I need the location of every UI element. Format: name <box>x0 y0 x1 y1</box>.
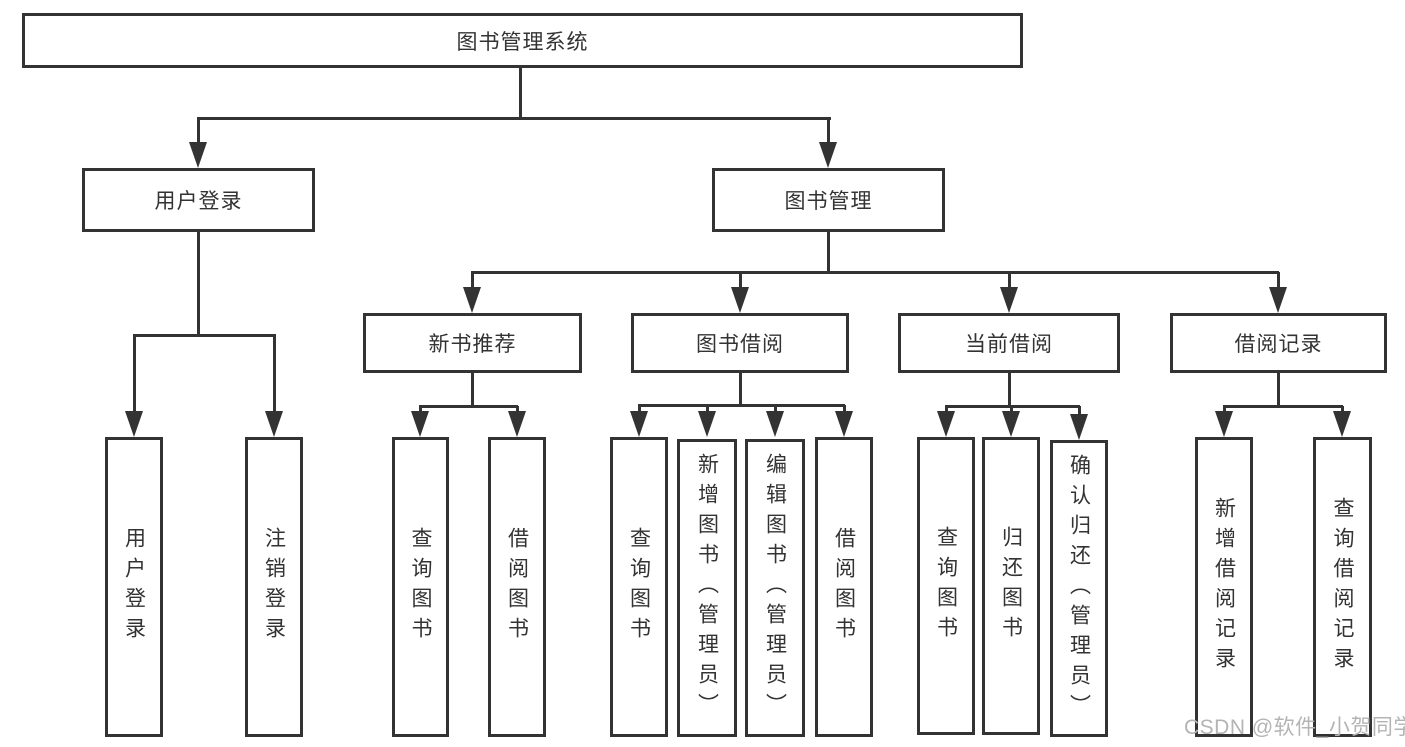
arrow-down-icon <box>1333 411 1351 437</box>
leaf-borrow-records-2: 查询借阅记录 <box>1313 437 1372 737</box>
arrow-down-icon <box>508 411 526 437</box>
connector-user-login-stem <box>197 232 200 336</box>
leaf-book-borrow-4: 借阅图书 <box>815 437 873 737</box>
arrow-down-icon <box>819 142 837 168</box>
connector-drop-user-login-1 <box>133 335 136 413</box>
leaf-current-borrow-3: 确认归还（管理员） <box>1050 440 1108 737</box>
connector-new-books-stem <box>471 373 474 406</box>
connector-drop-book-mgmt <box>827 118 830 146</box>
leaf-current-borrow-1: 查询图书 <box>917 437 975 735</box>
leaf-book-borrow-3-label: 编辑图书（管理员） <box>763 453 787 723</box>
arrow-down-icon <box>1002 411 1020 437</box>
node-user-login: 用户登录 <box>82 168 315 232</box>
node-borrow-records-label: 借阅记录 <box>1234 333 1323 356</box>
leaf-user-login-2: 注销登录 <box>245 437 303 737</box>
leaf-book-borrow-1: 查询图书 <box>610 437 668 737</box>
node-book-mgmt-label: 图书管理 <box>784 190 873 213</box>
connector-drop-current-borrow-1 <box>945 406 948 415</box>
connector-drop-current-borrow-2 <box>1010 406 1013 415</box>
leaf-current-borrow-2-label: 归还图书 <box>999 526 1023 646</box>
connector-borrow-records-stem <box>1277 373 1280 406</box>
node-new-books: 新书推荐 <box>363 313 582 373</box>
connector-drop-current-borrow-3 <box>1078 406 1081 415</box>
connector-drop-new-books <box>471 272 474 290</box>
arrow-down-icon <box>125 411 143 437</box>
leaf-user-login-1: 用户登录 <box>105 437 163 737</box>
connector-drop-borrow-records-2 <box>1341 406 1344 415</box>
connector-borrow-records-hbar <box>1223 405 1343 408</box>
arrow-down-icon <box>411 411 429 437</box>
leaf-new-books-1-label: 查询图书 <box>409 527 432 647</box>
connector-book-borrow-hbar <box>638 404 845 407</box>
leaf-borrow-records-2-label: 查询借阅记录 <box>1331 497 1354 677</box>
arrow-down-icon <box>766 411 784 437</box>
node-root: 图书管理系统 <box>22 13 1023 68</box>
node-root-label: 图书管理系统 <box>456 30 589 54</box>
arrow-down-icon <box>189 142 207 168</box>
connector-user-login-hbar <box>133 334 276 337</box>
arrow-down-icon <box>1269 287 1287 313</box>
connector-level3-hbar <box>471 271 1279 274</box>
leaf-current-borrow-3-label: 确认归还（管理员） <box>1067 453 1091 724</box>
arrow-down-icon <box>630 411 648 437</box>
arrow-down-icon <box>698 411 716 437</box>
connector-book-mgmt-stem <box>827 232 830 273</box>
leaf-new-books-2-label: 借阅图书 <box>505 527 529 647</box>
connector-current-borrow-stem <box>1008 373 1011 406</box>
connector-drop-borrow-records <box>1277 272 1280 290</box>
leaf-new-books-2: 借阅图书 <box>488 437 546 737</box>
arrow-down-icon <box>937 411 955 437</box>
connector-drop-book-borrow-1 <box>638 405 641 415</box>
leaf-new-books-1: 查询图书 <box>392 437 449 737</box>
csdn-watermark: CSDN @软件_小贺同学 <box>1184 716 1405 739</box>
connector-new-books-hbar <box>419 405 518 408</box>
node-borrow-records: 借阅记录 <box>1170 313 1387 373</box>
leaf-current-borrow-2: 归还图书 <box>982 437 1040 735</box>
connector-drop-book-borrow-4 <box>843 405 846 415</box>
node-current-borrow: 当前借阅 <box>898 313 1120 373</box>
leaf-borrow-records-1-label: 新增借阅记录 <box>1212 497 1236 677</box>
leaf-book-borrow-1-label: 查询图书 <box>627 527 651 647</box>
connector-drop-current-borrow <box>1008 272 1011 290</box>
connector-root-stem <box>519 68 522 119</box>
node-user-login-label: 用户登录 <box>154 190 243 213</box>
node-book-borrow-label: 图书借阅 <box>696 333 784 356</box>
arrow-down-icon <box>265 411 283 437</box>
connector-drop-user-login <box>197 118 200 146</box>
leaf-current-borrow-1-label: 查询图书 <box>934 526 958 646</box>
connector-drop-book-borrow-2 <box>706 405 709 415</box>
connector-book-borrow-stem <box>739 373 742 405</box>
leaf-borrow-records-1: 新增借阅记录 <box>1195 437 1253 737</box>
leaf-book-borrow-2: 新增图书（管理员） <box>677 439 737 737</box>
arrow-down-icon <box>835 411 853 437</box>
node-new-books-label: 新书推荐 <box>428 333 517 356</box>
arrow-down-icon <box>1215 411 1233 437</box>
leaf-user-login-2-label: 注销登录 <box>262 527 286 647</box>
connector-drop-book-borrow <box>739 272 742 290</box>
node-book-borrow: 图书借阅 <box>631 313 849 373</box>
connector-drop-borrow-records-1 <box>1223 406 1226 415</box>
node-book-mgmt: 图书管理 <box>712 168 945 232</box>
arrow-down-icon <box>1000 287 1018 313</box>
arrow-down-icon <box>1070 414 1088 440</box>
arrow-down-icon <box>463 287 481 313</box>
leaf-book-borrow-3: 编辑图书（管理员） <box>745 439 805 737</box>
node-current-borrow-label: 当前借阅 <box>965 333 1053 356</box>
leaf-book-borrow-4-label: 借阅图书 <box>832 527 856 647</box>
connector-drop-book-borrow-3 <box>774 405 777 415</box>
leaf-book-borrow-2-label: 新增图书（管理员） <box>695 453 719 723</box>
connector-drop-new-books-2 <box>516 406 519 415</box>
connector-level2-hbar <box>197 117 831 120</box>
leaf-user-login-1-label: 用户登录 <box>122 527 146 647</box>
connector-drop-new-books-1 <box>419 406 422 415</box>
arrow-down-icon <box>731 287 749 313</box>
connector-drop-user-login-2 <box>273 335 276 413</box>
